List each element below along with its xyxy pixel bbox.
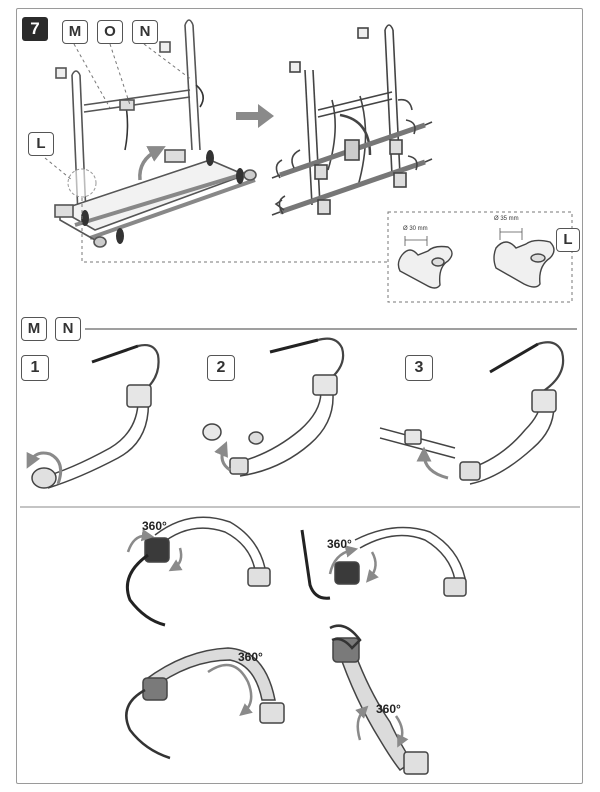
rotate-arrow-2a xyxy=(328,545,359,575)
label-box-o: O xyxy=(97,20,123,44)
section-label-m: M xyxy=(21,317,47,341)
transition-arrow xyxy=(236,104,274,128)
rack-illustration-left xyxy=(54,19,257,248)
clamp-30mm xyxy=(397,236,453,289)
rotate-arrow-4b xyxy=(394,715,409,748)
rotate-arrow-3 xyxy=(207,663,253,717)
clamp-35mm xyxy=(493,228,555,288)
step3-attach-arrow xyxy=(416,446,449,480)
label-box-l-detail: L xyxy=(556,228,580,252)
rotation-view-4 xyxy=(329,624,429,775)
label-box-n: N xyxy=(132,20,158,44)
substep-1: 1 xyxy=(21,355,49,381)
detail-highlight-circle xyxy=(67,168,97,198)
section-label-n: N xyxy=(55,317,81,341)
step1-rotate-arrow xyxy=(26,451,63,485)
rotate-arrow-1a xyxy=(126,528,155,553)
page-frame xyxy=(16,8,583,784)
rotate-arrow-4a xyxy=(355,705,369,741)
step-number-badge: 7 xyxy=(22,17,48,41)
rotation-view-1 xyxy=(125,516,271,627)
rack-illustration-right xyxy=(271,24,433,216)
clamp-detail-box xyxy=(387,211,573,303)
step2-remove-arrow xyxy=(214,441,231,472)
label-box-l-left: L xyxy=(28,132,54,156)
arm-step-1 xyxy=(31,343,160,489)
rotation-view-2 xyxy=(300,526,467,600)
substep-2: 2 xyxy=(207,355,235,381)
label-box-m: M xyxy=(62,20,88,44)
rotation-label-3: 360° xyxy=(238,650,263,664)
rotate-arrow-2b xyxy=(366,551,379,583)
rotation-view-3 xyxy=(125,647,285,760)
leader-lines-top xyxy=(44,43,388,263)
clamp-size-30: Ø 30 mm xyxy=(403,226,428,232)
rotation-label-1: 360° xyxy=(142,519,167,533)
rotation-label-4: 360° xyxy=(376,702,401,716)
rotate-arrow-1b xyxy=(168,547,183,572)
rotation-label-2: 360° xyxy=(327,537,352,551)
arm-step-2 xyxy=(202,337,345,477)
substep-3: 3 xyxy=(405,355,433,381)
clamp-size-35: Ø 35 mm xyxy=(494,216,519,222)
move-up-arrow xyxy=(138,146,166,181)
